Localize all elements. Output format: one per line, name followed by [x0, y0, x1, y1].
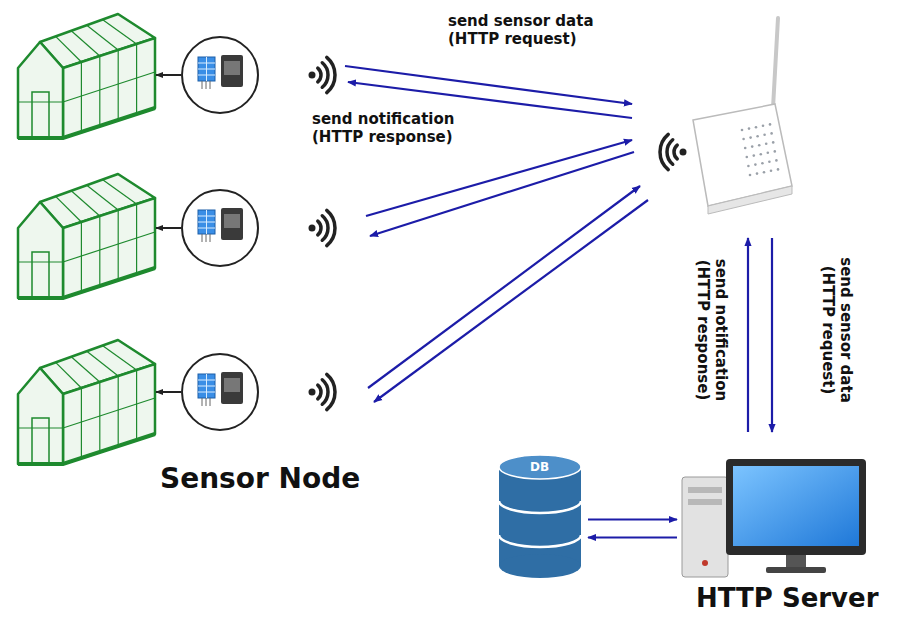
signal-arrow — [366, 140, 632, 216]
wifi-symbol — [309, 374, 336, 409]
wifi-symbol — [660, 134, 686, 169]
greenhouse — [18, 14, 155, 138]
data-arrow — [588, 536, 677, 538]
wifi-symbol — [309, 210, 335, 245]
sensor-node — [156, 190, 258, 266]
signal-arrow — [368, 186, 640, 388]
server-computer: HTTP Server — [680, 455, 895, 617]
message-label: send sensor data (HTTP request) — [819, 240, 855, 420]
greenhouse — [18, 340, 155, 464]
data-arrow — [588, 518, 677, 520]
signal-arrow — [747, 238, 749, 432]
message-label: send notification (HTTP response) — [312, 110, 492, 146]
wifi-symbol — [309, 57, 336, 92]
message-label: send notification (HTTP response) — [694, 240, 730, 420]
sensor-node — [156, 37, 258, 113]
signal-arrow — [771, 238, 773, 432]
message-label: send sensor data (HTTP request) — [448, 12, 628, 48]
group-caption: Sensor Node — [160, 462, 400, 496]
database-cylinder: DB — [495, 455, 585, 580]
server-label: HTTP Server — [696, 583, 879, 613]
signal-arrow — [345, 66, 632, 104]
signal-arrow — [370, 152, 634, 236]
database-label: DB — [530, 460, 549, 474]
wifi-router — [693, 18, 792, 214]
signal-arrow — [374, 200, 648, 402]
sensor-node — [156, 354, 258, 430]
greenhouse — [18, 174, 155, 298]
